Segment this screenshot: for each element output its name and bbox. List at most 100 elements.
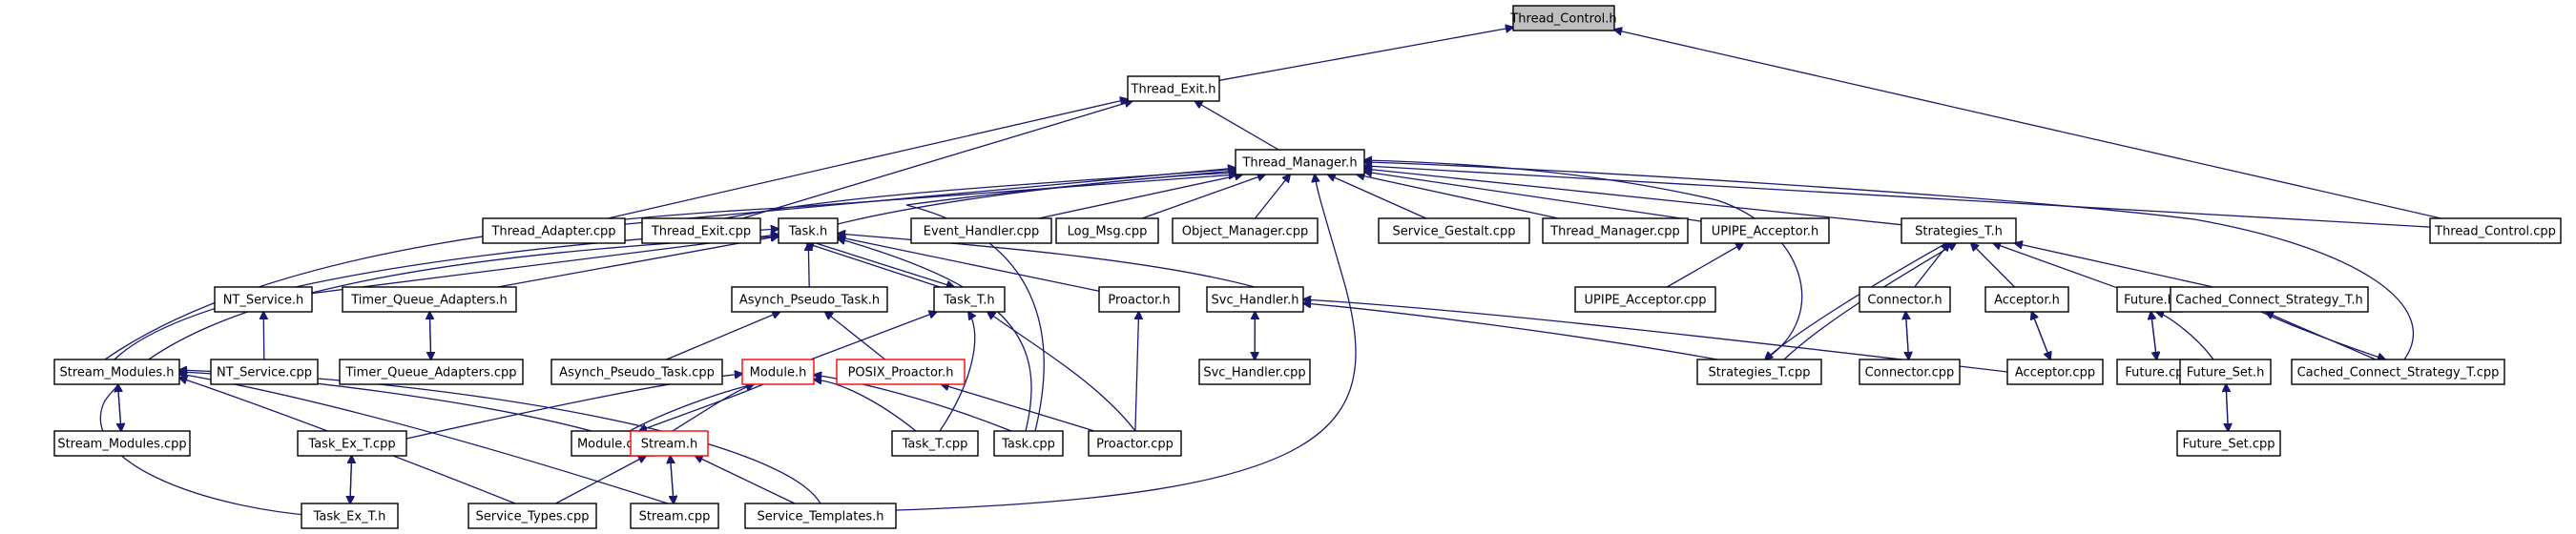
node-module-h[interactable]: Module.h	[741, 359, 815, 385]
node-service-types-cpp[interactable]: Service_Types.cpp	[467, 503, 597, 529]
edge-cached-connect-strategy-t-cpp-to-cached-connect-strategy-t-h	[2266, 312, 2377, 360]
edge-task-t-cpp-to-module-h	[814, 380, 917, 432]
node-stream-modules-h[interactable]: Stream_Modules.h	[53, 359, 180, 385]
node-acceptor-h[interactable]: Acceptor.h	[1984, 286, 2069, 313]
node-proactor-h[interactable]: Proactor.h	[1098, 286, 1180, 313]
node-acceptor-cpp[interactable]: Acceptor.cpp	[2006, 359, 2104, 385]
node-nt-service-cpp[interactable]: NT_Service.cpp	[210, 359, 319, 385]
edge-nt-service-h-to-task-h	[311, 235, 779, 295]
node-nt-service-h[interactable]: NT_Service.h	[214, 286, 313, 313]
node-stream-h[interactable]: Stream.h	[630, 430, 709, 457]
edge-task-cpp-to-task-h	[838, 238, 1032, 432]
edge-thread-adapter-cpp-to-thread-manager-h	[624, 168, 1236, 225]
node-task-ex-t-h[interactable]: Task_Ex_T.h	[301, 503, 399, 529]
edge-log-msg-cpp-to-thread-manager-h	[1141, 175, 1265, 219]
edge-future-set-h-to-future-h	[2156, 312, 2214, 360]
node-box	[1696, 359, 1822, 385]
node-label: Future.h	[2124, 294, 2175, 308]
node-label: Connector.h	[1867, 294, 1942, 308]
node-label: Thread_Exit.h	[1131, 83, 1216, 97]
node-label: Proactor.h	[1108, 294, 1170, 308]
node-box	[1574, 286, 1716, 313]
node-box	[741, 359, 815, 385]
edge-strategies-t-h-to-thread-manager-h	[1364, 169, 1902, 226]
node-strategies-t-h[interactable]: Strategies_T.h	[1901, 217, 2017, 244]
edge-layer	[99, 28, 2441, 517]
edge-future-set-h-to-future-set-cpp	[2226, 383, 2228, 431]
node-task-h[interactable]: Task.h	[778, 217, 839, 244]
node-future-set-cpp[interactable]: Future_Set.cpp	[2176, 430, 2281, 457]
edge-strategies-t-h-to-strategies-t-cpp	[1765, 242, 1947, 359]
node-log-msg-cpp[interactable]: Log_Msg.cpp	[1055, 217, 1159, 244]
node-event-handler-cpp[interactable]: Event_Handler.cpp	[910, 217, 1052, 244]
node-future-set-h[interactable]: Future_Set.h	[2179, 359, 2272, 385]
node-label: Thread_Exit.cpp	[651, 225, 751, 239]
node-thread-exit-cpp[interactable]: Thread_Exit.cpp	[641, 217, 761, 244]
node-box	[1055, 217, 1159, 244]
node-label: Task.cpp	[1001, 438, 1055, 452]
edge-strategies-t-cpp-to-svc-handler-h	[1303, 303, 1718, 360]
node-box	[214, 286, 313, 313]
node-task-cpp[interactable]: Task.cpp	[993, 430, 1064, 457]
node-thread-control-cpp[interactable]: Thread_Control.cpp	[2429, 217, 2562, 244]
node-stream-cpp[interactable]: Stream.cpp	[630, 503, 719, 529]
node-connector-cpp[interactable]: Connector.cpp	[1859, 359, 1961, 385]
node-label: Cached_Connect_Strategy_T.h	[2175, 294, 2362, 308]
edge-module-h-to-task-t-h	[810, 312, 937, 360]
node-box	[1984, 286, 2069, 313]
node-thread-control-h[interactable]: Thread_Control.h	[1509, 5, 1617, 31]
node-service-templates-h[interactable]: Service_Templates.h	[744, 503, 897, 529]
node-label: NT_Service.h	[223, 294, 304, 308]
node-cached-connect-strategy-t-h[interactable]: Cached_Connect_Strategy_T.h	[2170, 286, 2369, 313]
edge-thread-control-cpp-to-thread-control-h	[1614, 30, 2441, 219]
edge-upipe-acceptor-h-to-thread-manager-h	[1364, 172, 1702, 222]
node-cached-connect-strategy-t-cpp[interactable]: Cached_Connect_Strategy_T.cpp	[2291, 359, 2505, 385]
node-box	[933, 286, 1006, 313]
node-label: Connector.cpp	[1865, 366, 1955, 380]
node-box	[1378, 217, 1530, 244]
node-box	[1542, 217, 1689, 244]
edge-task-cpp-to-module-h	[814, 375, 1012, 432]
node-stream-modules-cpp[interactable]: Stream_Modules.cpp	[53, 430, 191, 457]
edge-future-h-to-strategies-t-h	[1993, 243, 2118, 289]
edge-task-t-h-to-task-h	[806, 243, 941, 288]
node-asynch-pseudo-task-cpp[interactable]: Asynch_Pseudo_Task.cpp	[551, 359, 723, 385]
node-svc-handler-cpp[interactable]: Svc_Handler.cpp	[1198, 359, 1311, 385]
node-label: Future_Set.cpp	[2182, 438, 2275, 452]
node-box	[836, 359, 966, 385]
edge-task-ex-t-cpp-to-task-ex-t-h	[350, 455, 352, 503]
node-thread-exit-h[interactable]: Thread_Exit.h	[1127, 75, 1220, 102]
node-thread-manager-h[interactable]: Thread_Manager.h	[1235, 149, 1365, 175]
edge-stream-cpp-to-stream-modules-h	[179, 374, 669, 504]
node-strategies-t-cpp[interactable]: Strategies_T.cpp	[1696, 359, 1822, 385]
node-upipe-acceptor-h[interactable]: UPIPE_Acceptor.h	[1700, 217, 1830, 244]
node-box	[2429, 217, 2562, 244]
node-thread-manager-cpp[interactable]: Thread_Manager.cpp	[1542, 217, 1689, 244]
edge-stream-modules-h-to-stream-modules-cpp	[118, 383, 122, 431]
node-box	[482, 217, 626, 244]
node-svc-handler-h[interactable]: Svc_Handler.h	[1206, 286, 1304, 313]
node-task-ex-t-cpp[interactable]: Task_Ex_T.cpp	[297, 430, 407, 457]
edge-acceptor-h-to-acceptor-cpp	[2030, 311, 2051, 359]
node-box	[1859, 359, 1961, 385]
node-proactor-cpp[interactable]: Proactor.cpp	[1088, 430, 1182, 457]
node-task-t-cpp[interactable]: Task_T.cpp	[891, 430, 979, 457]
node-task-t-h[interactable]: Task_T.h	[933, 286, 1006, 313]
node-connector-h[interactable]: Connector.h	[1859, 286, 1951, 313]
node-posix-proactor-h[interactable]: POSIX_Proactor.h	[836, 359, 966, 385]
node-thread-adapter-cpp[interactable]: Thread_Adapter.cpp	[482, 217, 626, 244]
node-timer-queue-adapters-h[interactable]: Timer_Queue_Adapters.h	[342, 286, 517, 313]
edge-proactor-cpp-to-posix-proactor-h	[942, 384, 1095, 432]
node-label: Log_Msg.cpp	[1068, 225, 1148, 239]
node-object-manager-cpp[interactable]: Object_Manager.cpp	[1172, 217, 1319, 244]
node-service-gestalt-cpp[interactable]: Service_Gestalt.cpp	[1378, 217, 1530, 244]
node-label: Future.cpp	[2125, 366, 2191, 380]
node-label: Asynch_Pseudo_Task.h	[739, 294, 880, 308]
edge-upipe-acceptor-cpp-to-upipe-acceptor-h	[1666, 243, 1743, 288]
node-asynch-pseudo-task-h[interactable]: Asynch_Pseudo_Task.h	[731, 286, 888, 313]
edge-service-gestalt-cpp-to-thread-manager-h	[1328, 175, 1427, 219]
node-box	[744, 503, 897, 529]
node-upipe-acceptor-cpp[interactable]: UPIPE_Acceptor.cpp	[1574, 286, 1716, 313]
node-timer-queue-adapters-cpp[interactable]: Timer_Queue_Adapters.cpp	[339, 359, 524, 385]
edge-connector-h-to-strategies-t-h	[1914, 243, 1949, 288]
